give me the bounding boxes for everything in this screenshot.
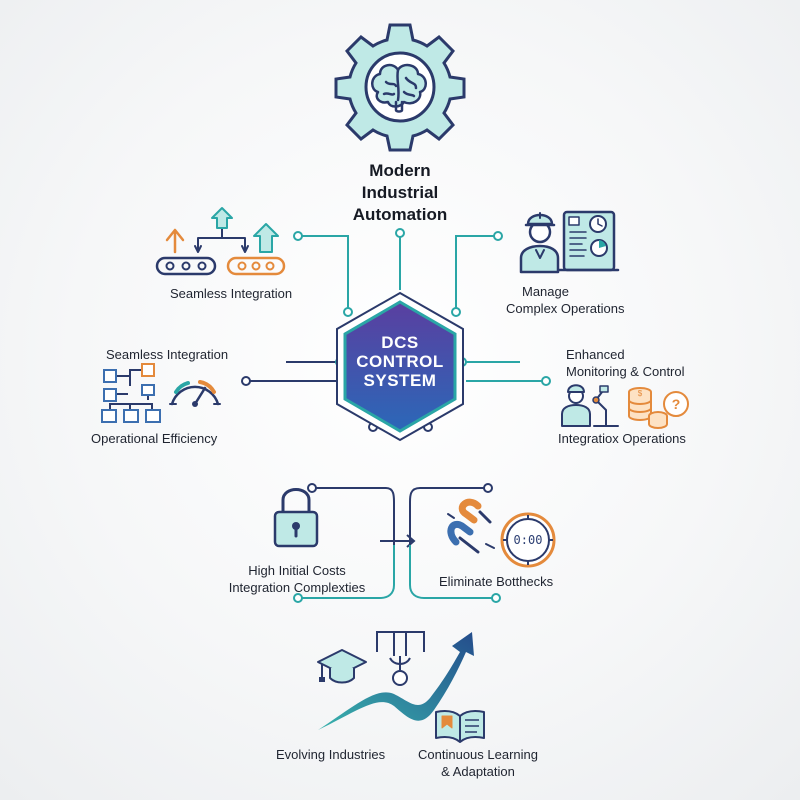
label-high-costs: High Initial Costs — [248, 563, 346, 578]
label-adaptation: & Adaptation — [441, 764, 515, 779]
page-title: Modern Industrial Automation — [353, 160, 447, 226]
lower-connector-lines — [293, 483, 501, 603]
label-eliminate-bottlenecks: Eliminate Botthecks — [439, 574, 554, 589]
label-integration-complexties: Integration Complexties — [228, 580, 366, 595]
label-integratiox-operations: Integratiox Operations — [558, 431, 686, 446]
conveyor-arrows-icon — [155, 207, 286, 276]
label-high-initial-costs: High Initial Costs Integration Complexti… — [229, 562, 366, 596]
brain-icon — [371, 63, 427, 113]
label-seamless-integration-top: Seamless Integration — [169, 286, 293, 301]
title-line-2: Industrial — [361, 183, 439, 202]
label-complex-operations: Complex Operations — [506, 301, 625, 316]
center-line-3: SYSTEM — [363, 371, 437, 390]
label-continuous-learning: Continuous Learning & Adaptation — [418, 746, 538, 780]
label-seamless-integration-mid: Seamless Integration — [106, 347, 229, 362]
stopwatch-icon — [500, 512, 556, 568]
worker-control-panel-icon — [519, 210, 620, 274]
label-enhanced-monitoring: Enhanced Monitoring & Control — [566, 346, 685, 380]
center-line-2: CONTROL — [356, 352, 444, 371]
growth-arrow-icon — [318, 632, 474, 730]
stopwatch-readout: 0:00 — [513, 533, 543, 547]
graduation-cap-icon — [317, 649, 367, 684]
svg-text:$: $ — [638, 389, 643, 398]
dcs-control-system-label: DCS CONTROL SYSTEM — [356, 333, 444, 390]
padlock-icon — [273, 488, 319, 548]
label-manage: Manage — [522, 284, 569, 299]
label-evolving-industries: Evolving Industries — [276, 747, 386, 762]
title-line-3: Automation — [352, 205, 448, 224]
open-book-icon — [435, 710, 485, 743]
title-line-1: Modern — [369, 161, 431, 180]
label-enhanced: Enhanced — [566, 347, 625, 362]
coins-question-icon: $ ? — [628, 387, 689, 429]
label-operational-efficiency: Operational Efficiency — [91, 431, 218, 446]
technician-robot-arm-icon — [561, 384, 619, 427]
label-monitoring-control: Monitoring & Control — [566, 364, 685, 379]
label-manage-complex-operations: Manage Complex Operations — [506, 283, 625, 317]
center-line-1: DCS — [381, 333, 419, 352]
label-continuous-learning-line1: Continuous Learning — [418, 747, 538, 762]
gauge-icon — [169, 380, 221, 407]
broken-chain-icon — [447, 498, 495, 554]
dcs-hexagon — [336, 291, 464, 442]
bottom-connector-lines — [376, 631, 425, 686]
flowchart-icon — [101, 363, 161, 423]
svg-text:?: ? — [672, 396, 681, 412]
